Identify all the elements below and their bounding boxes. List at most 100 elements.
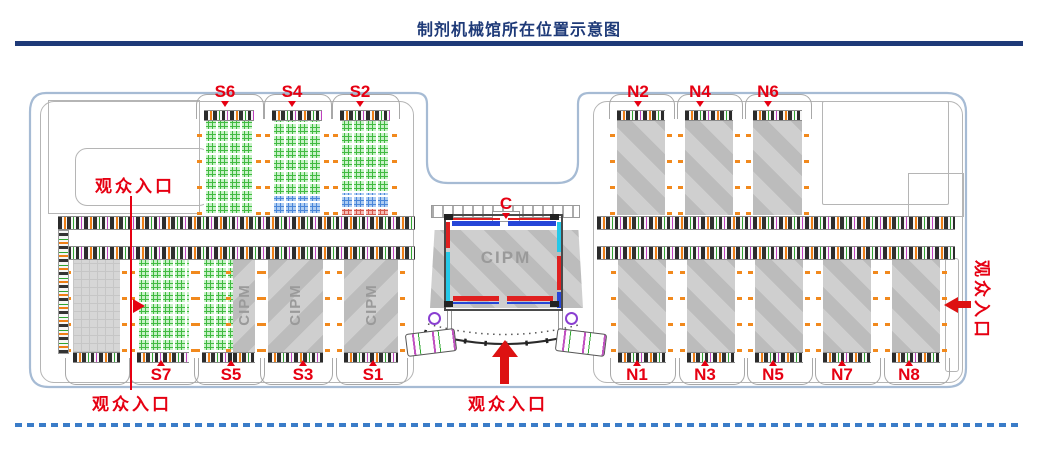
orange-ticks [748, 258, 753, 352]
orange-ticks [611, 258, 616, 352]
hall-label-n1: N1 [619, 360, 655, 384]
arrow-down-icon [356, 101, 364, 107]
orange-ticks [333, 119, 338, 215]
c-hall-booth-bar [557, 292, 561, 308]
orange-ticks [324, 119, 329, 215]
orange-ticks [735, 119, 740, 215]
building-outline [593, 101, 963, 383]
cipm-watermark-s1: CIPM [363, 284, 380, 326]
cipm-watermark-s5: CIPM [236, 284, 253, 326]
hall-fill [344, 258, 398, 352]
hall-skirt-outline [747, 358, 813, 385]
hall-bay-outline [609, 94, 675, 119]
hall-skirt-outline [610, 358, 676, 385]
orange-ticks [610, 119, 615, 215]
orange-ticks [680, 258, 685, 352]
building-outline [945, 258, 959, 372]
hall-bottom-booth-strip [755, 352, 803, 363]
c-hall-booth-bar [444, 214, 453, 220]
hall-fill [73, 258, 120, 352]
arrow-down-icon [696, 101, 704, 107]
arrow-up-icon [633, 360, 641, 366]
hall-label-n2: N2 [620, 83, 656, 107]
hall-fill [618, 258, 666, 352]
hall-label-s7: S7 [143, 360, 179, 384]
arrow-up-icon [157, 360, 165, 366]
orange-ticks [256, 119, 261, 215]
hall-label-s4: S4 [274, 83, 310, 107]
c-hall-booth-bar [550, 301, 559, 307]
arrow-up-icon [769, 360, 777, 366]
entrance-route-line [130, 196, 132, 390]
hall-top-booth-strip [753, 110, 802, 121]
hall-bottom-booth-strip [268, 352, 323, 363]
c-hall-connector-left [447, 311, 452, 333]
hall-top-booth-strip [617, 110, 665, 121]
bottom-dashed-divider [15, 423, 1023, 427]
hall-fill [823, 258, 871, 352]
hall-top-booth-strip [340, 110, 390, 121]
page-title: 制剂机械馆所在位置示意图 [416, 22, 621, 39]
hall-bay-outline [196, 94, 264, 119]
hall-skirt-outline [194, 358, 265, 385]
c-hall-booth-bar [557, 222, 561, 252]
orange-ticks [122, 258, 127, 352]
c-hall-booth-bar [508, 221, 556, 226]
hall-label-n8: N8 [891, 360, 927, 384]
hall-skirt-outline [129, 358, 199, 385]
hall-fill [892, 258, 940, 352]
hall-skirt-outline [679, 358, 745, 385]
hall-fill [755, 258, 803, 352]
hall-bottom-booth-strip [73, 352, 120, 363]
orange-ticks [804, 119, 809, 215]
hall-fill [268, 258, 323, 352]
arrow-up-icon [838, 360, 846, 366]
orange-ticks [667, 119, 672, 215]
arrow-up-icon [227, 360, 235, 366]
cipm-watermark-s3: CIPM [287, 284, 304, 326]
cipm-watermark-c: CIPM [480, 248, 532, 267]
hall-label-s2: S2 [342, 83, 378, 107]
hall-fill [340, 193, 390, 209]
concourse-booth-strip [58, 216, 415, 230]
entrance-arrow-up-icon [492, 340, 518, 357]
hall-skirt-outline [815, 358, 881, 385]
c-hall-booth-bar [550, 214, 559, 220]
hall-fill [340, 209, 390, 215]
hall-top-booth-strip [272, 110, 322, 121]
hall-bay-outline [677, 94, 743, 119]
arrow-up-icon [701, 360, 709, 366]
hall-skirt-outline [260, 358, 333, 385]
concourse-booth-strip [58, 246, 415, 260]
hall-top-booth-strip [685, 110, 733, 121]
hall-label-s3: S3 [285, 360, 321, 384]
c-hall-booth-bar [453, 296, 499, 301]
hall-label-n5: N5 [755, 360, 791, 384]
hall-fill [272, 119, 322, 196]
hall-fill [137, 258, 189, 352]
c-hall-booth-bar [508, 218, 556, 220]
hall-fill [272, 196, 322, 215]
entrance-label-east: 观众入口 [972, 260, 991, 340]
hall-label-n4: N4 [682, 83, 718, 107]
hall-label-n6: N6 [750, 83, 786, 107]
hall-fill [233, 258, 255, 352]
hall-bottom-booth-strip [687, 352, 735, 363]
hall-label-s6: S6 [207, 83, 243, 107]
entrance-label-south: 观众入口 [468, 395, 548, 414]
arrow-down-icon [502, 213, 510, 219]
apron-circle-left [428, 312, 441, 325]
building-outline [822, 101, 949, 205]
orange-ticks [265, 119, 270, 215]
orange-ticks [737, 258, 742, 352]
hall-label-n7: N7 [824, 360, 860, 384]
hall-fill [204, 119, 254, 215]
arrow-down-icon [634, 101, 642, 107]
hall-bottom-booth-strip [233, 352, 255, 363]
hall-fill [685, 119, 733, 215]
arrow-down-icon [764, 101, 772, 107]
hall-bottom-booth-strip [202, 352, 233, 363]
hall-bay-outline [332, 94, 400, 119]
apron-circle-right [565, 312, 578, 325]
